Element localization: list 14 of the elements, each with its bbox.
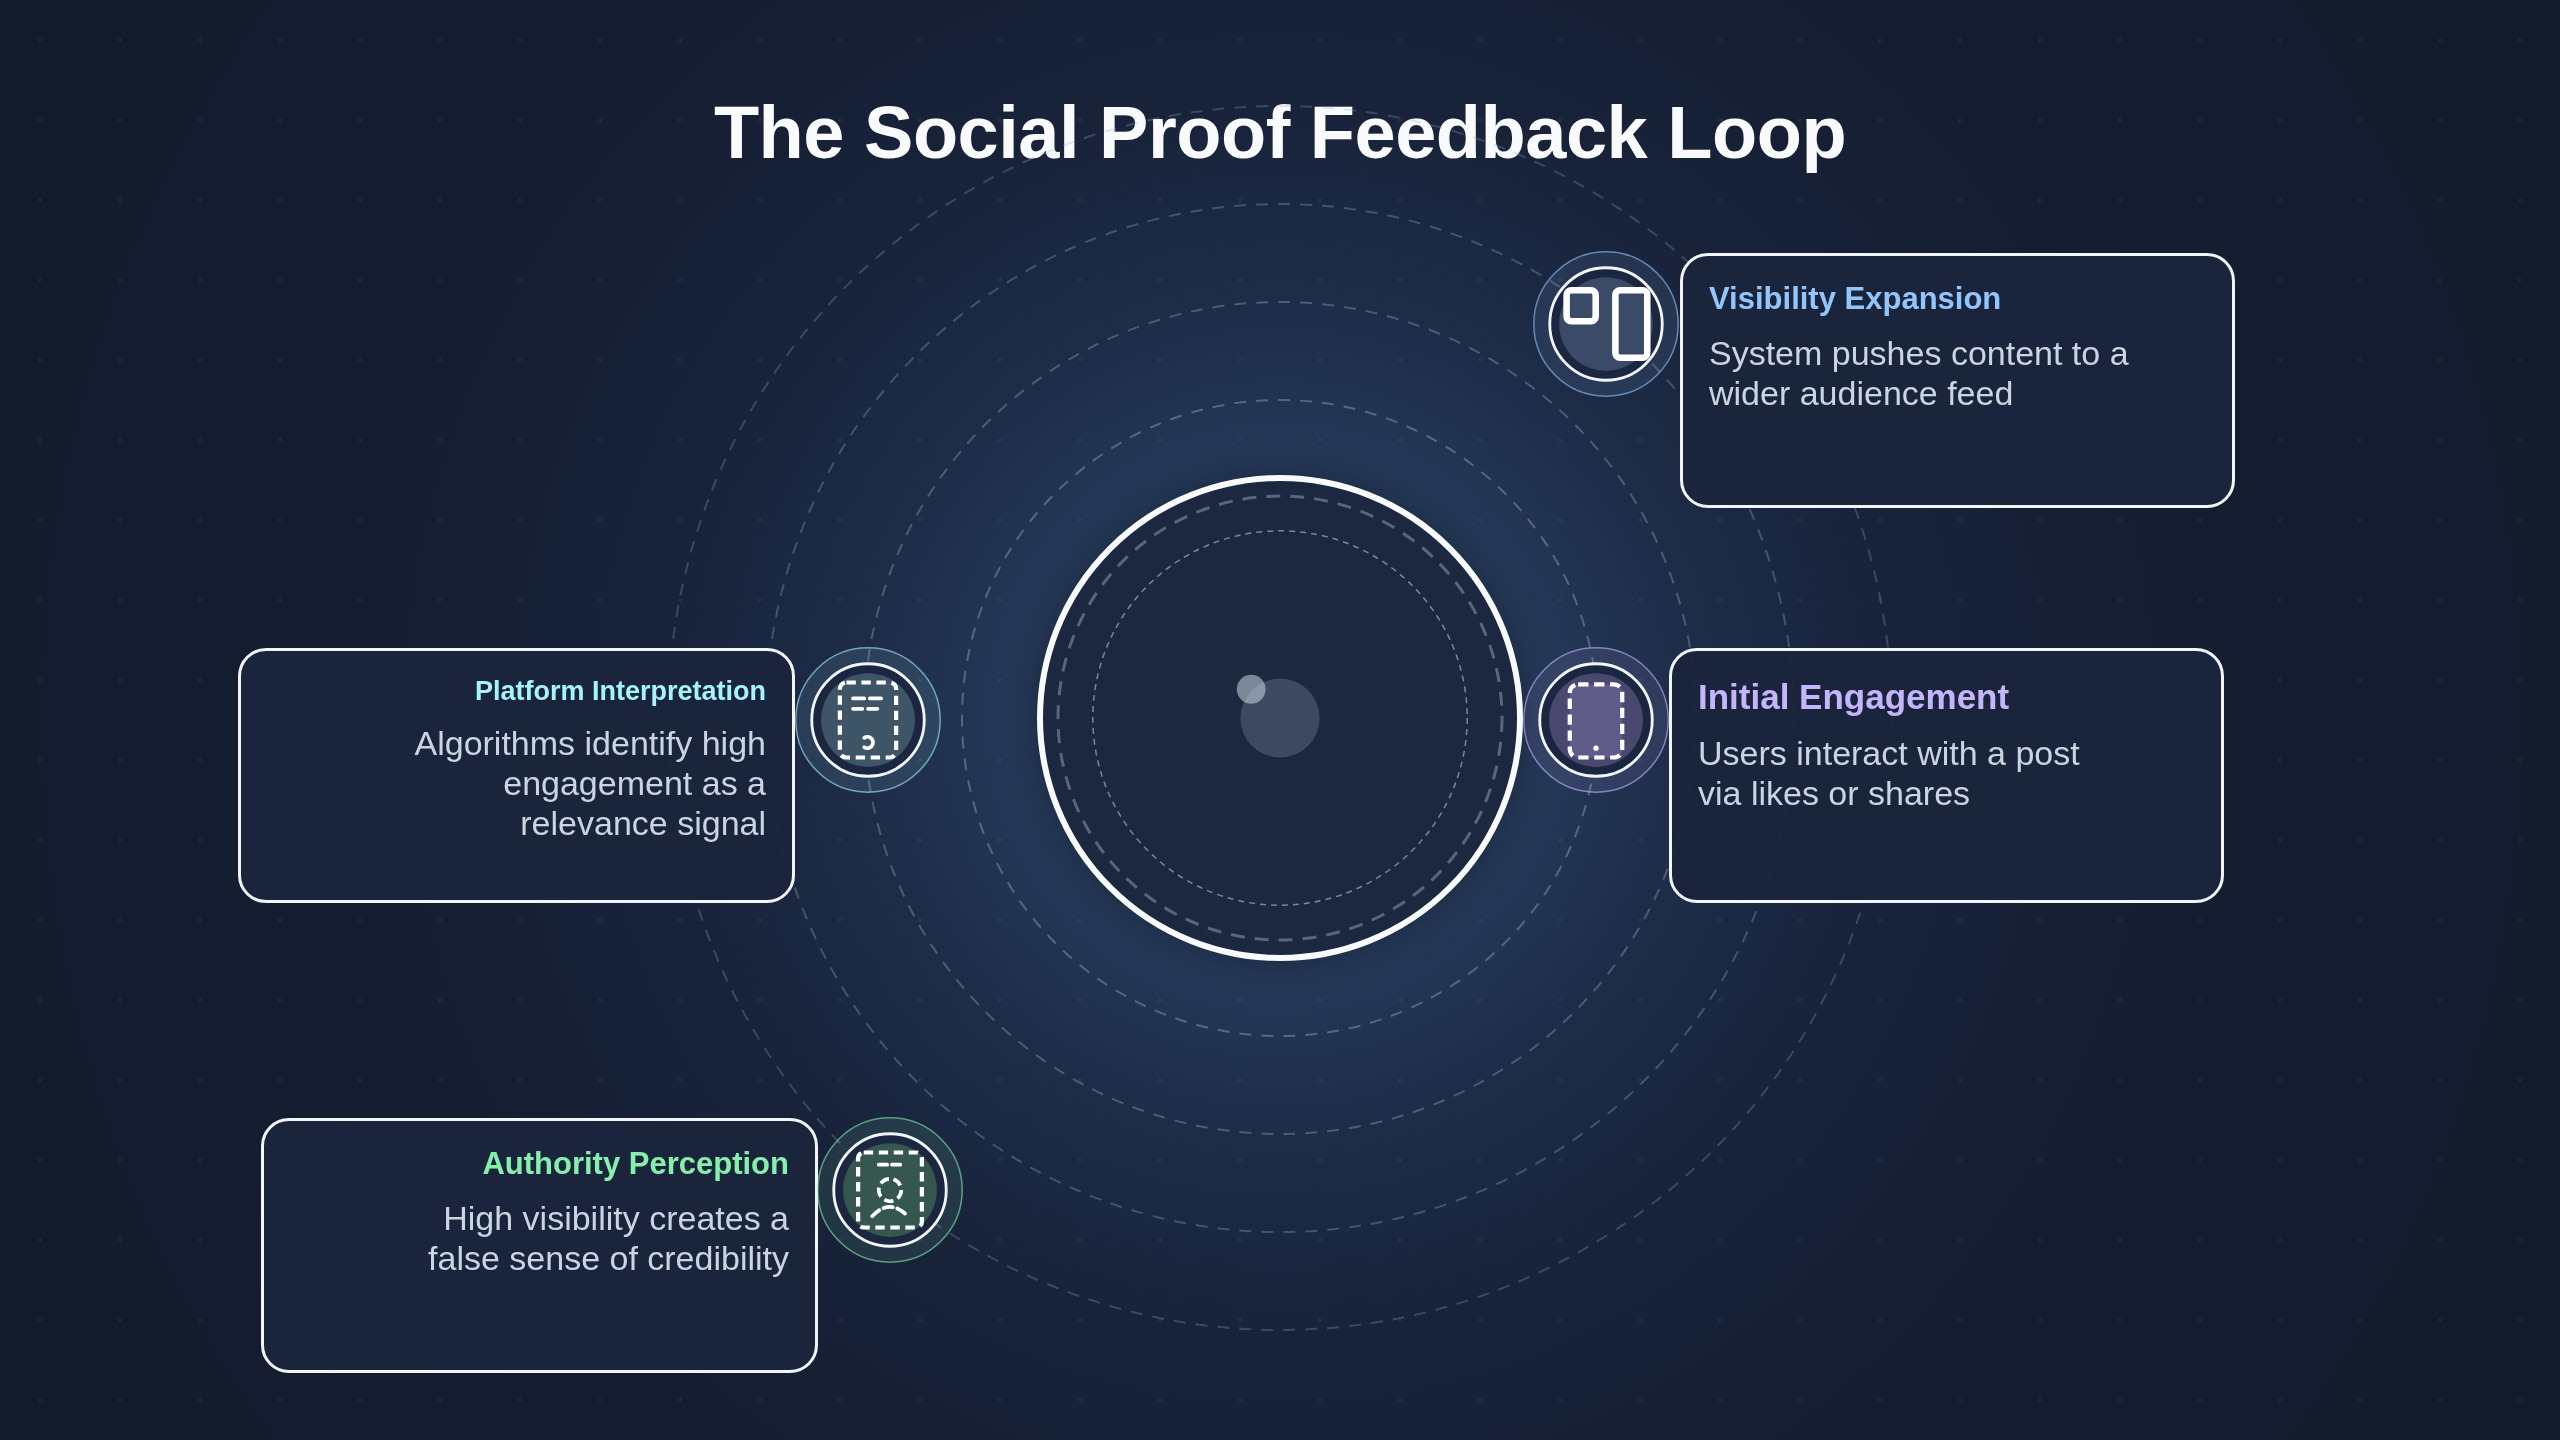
step-title: Authority Perception: [482, 1145, 789, 1183]
step-card: [238, 648, 795, 903]
step-description: System pushes content to a wider audience feed: [1709, 332, 2130, 413]
step-card: [1680, 253, 2235, 508]
step-card: [261, 1118, 818, 1373]
diagram-title: The Social Proof Feedback Loop: [713, 92, 1847, 174]
step-title: Platform Interpretation: [474, 675, 766, 708]
hub-circle: [1037, 475, 1523, 961]
step-description: High visibility creates a false sense of credibility: [427, 1197, 789, 1278]
step-description: Algorithms identify high engagement as a relevance signal: [413, 722, 766, 843]
step-title: Initial Engagement: [1698, 676, 2010, 718]
step-description: Users interact with a post via likes or shares: [1698, 732, 2081, 813]
step-title: Visibility Expansion: [1709, 280, 2002, 318]
step-card: [1669, 648, 2224, 903]
